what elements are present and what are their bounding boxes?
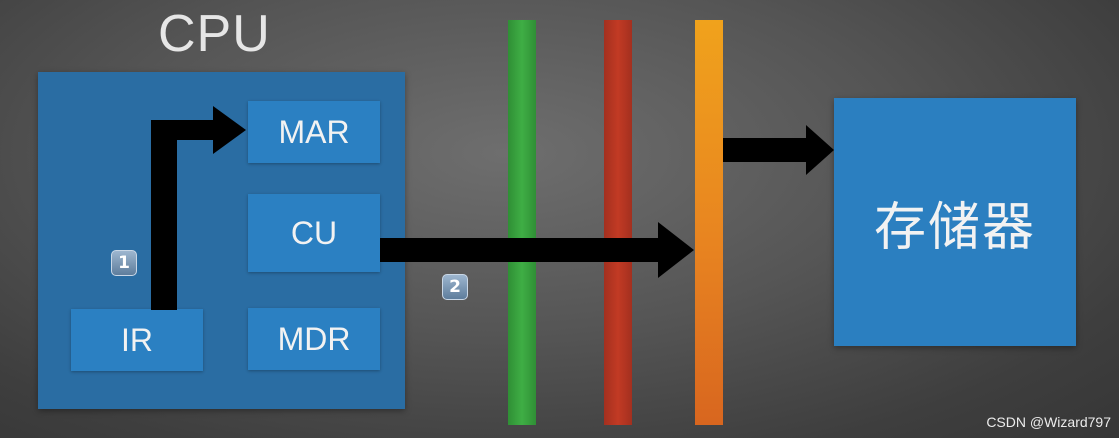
arrow-bus-to-memory: [723, 125, 834, 175]
cpu-title: CPU: [158, 5, 271, 63]
cu-register: CU: [248, 194, 380, 272]
bus-green: [508, 20, 536, 425]
ir-register: IR: [71, 309, 203, 371]
step-1-badge: 1: [111, 250, 137, 276]
mar-register: MAR: [248, 101, 380, 163]
memory-box: 存储器: [834, 98, 1076, 346]
bus-red: [604, 20, 632, 425]
step-2-badge: 2: [442, 274, 468, 300]
arrow-cu-to-bus: [380, 222, 694, 278]
mdr-register: MDR: [248, 308, 380, 370]
bus-orange: [695, 20, 723, 425]
arrow-ir-to-mar: [151, 106, 246, 310]
watermark: CSDN @Wizard797: [986, 414, 1111, 430]
